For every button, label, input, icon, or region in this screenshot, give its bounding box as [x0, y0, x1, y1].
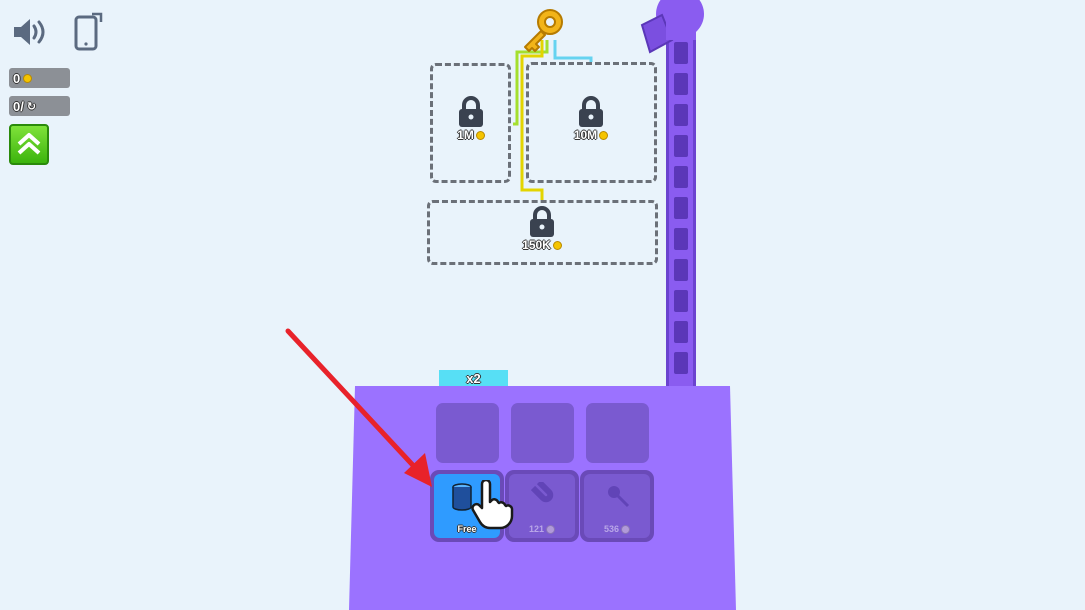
pin-icon — [608, 486, 630, 508]
conveyor-pipe-top — [640, 0, 704, 54]
phone-rotate-icon[interactable] — [72, 12, 104, 52]
padlock-icon — [530, 206, 554, 237]
multiplier-text: x2 — [466, 370, 481, 386]
empty-slot[interactable] — [586, 403, 649, 463]
lock-10m: 10M — [565, 96, 617, 142]
empty-slot[interactable] — [436, 403, 499, 463]
refresh-icon: ↻ — [26, 100, 37, 113]
conveyor-tower — [666, 0, 696, 386]
multiplier-badge: x2 — [439, 370, 508, 386]
speaker-icon[interactable] — [12, 16, 50, 48]
double-chevron-up-icon — [17, 133, 41, 155]
tool-price: Free — [457, 524, 476, 534]
coin-icon — [546, 524, 556, 534]
coin-count: 0 — [13, 70, 21, 86]
lock-1m: 1M — [449, 96, 493, 142]
coin-icon — [599, 130, 609, 140]
pointer-hand-icon — [471, 480, 514, 530]
coin-counter: 0 — [9, 68, 70, 88]
rebirth-count: 0/ — [13, 98, 24, 114]
lock-price: 10M — [573, 128, 609, 142]
tool-price: 121 — [528, 524, 556, 534]
coin-icon — [621, 524, 631, 534]
tool-price: 536 — [603, 524, 631, 534]
upgrade-button[interactable] — [9, 124, 49, 165]
pin-tool-button[interactable]: 536 — [580, 470, 654, 542]
padlock-icon — [579, 96, 603, 127]
coin-icon — [475, 130, 485, 140]
price-text: 1M — [457, 128, 474, 142]
locked-slot-10m[interactable] — [526, 62, 657, 183]
coin-icon — [23, 73, 33, 83]
cup-icon — [452, 483, 472, 511]
padlock-icon — [459, 96, 483, 127]
lock-price: 1M — [457, 128, 485, 142]
price-text: 150K — [522, 238, 551, 252]
empty-slot[interactable] — [511, 403, 574, 463]
locked-slot-1m[interactable] — [430, 63, 511, 183]
locked-slot-150k[interactable] — [427, 200, 658, 265]
tool-label-text: Free — [457, 524, 477, 534]
tutorial-arrow — [285, 328, 432, 487]
coin-icon — [552, 240, 562, 250]
tool-label-text: 536 — [603, 524, 620, 534]
lock-price: 150K — [522, 238, 562, 252]
tool-label-text: 121 — [528, 524, 545, 534]
magnet-icon — [530, 482, 554, 503]
key-wires — [513, 40, 593, 200]
magnet-tool-button[interactable]: 121 — [505, 470, 579, 542]
price-text: 10M — [573, 128, 598, 142]
key-icon — [524, 9, 563, 52]
rebirth-counter: 0/ ↻ — [9, 96, 70, 116]
lock-150k: 150K — [514, 206, 570, 252]
